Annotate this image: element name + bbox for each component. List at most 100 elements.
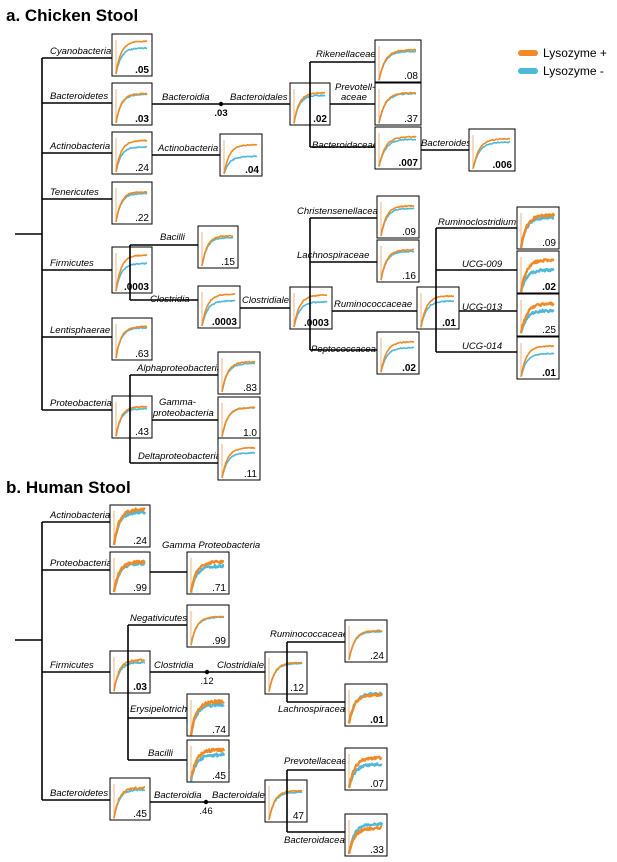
rarefaction-plot — [289, 286, 333, 330]
rarefaction-curve — [223, 143, 258, 174]
rarefaction-plot — [186, 604, 230, 648]
rarefaction-curve — [420, 299, 455, 328]
taxon-label: Ruminococcaceae — [270, 629, 348, 640]
rarefaction-curve — [115, 254, 148, 292]
p-value: .45 — [212, 771, 226, 782]
taxon-label: Prevotell- — [335, 82, 375, 93]
rarefaction-curve — [189, 559, 225, 593]
rarefaction-plot — [197, 285, 241, 329]
p-value: 47 — [293, 811, 305, 822]
p-value: .03 — [135, 114, 149, 125]
p-value: .07 — [370, 779, 384, 790]
p-value: .09 — [402, 227, 416, 238]
node-dot — [204, 669, 210, 675]
rarefaction-plot — [376, 331, 420, 375]
taxon-label: Clostridiales — [217, 660, 269, 671]
rarefaction-plot — [374, 126, 422, 170]
rarefaction-curve — [113, 786, 145, 819]
p-value: .22 — [135, 213, 149, 224]
p-value: .99 — [212, 636, 226, 647]
taxon-label: Bacteroidaceae — [284, 835, 350, 846]
rarefaction-curve — [221, 446, 256, 479]
rarefaction-plot — [109, 777, 151, 821]
rarefaction-curve — [380, 204, 415, 237]
rarefaction-curve — [115, 262, 148, 292]
taxon-label: aceae — [341, 92, 367, 103]
p-value: .63 — [135, 349, 149, 360]
rarefaction-plot — [264, 779, 308, 823]
p-value: .02 — [313, 114, 327, 125]
rarefaction-curve — [520, 344, 555, 377]
panel-a-title: a. Chicken Stool — [6, 6, 139, 25]
rarefaction-plot — [217, 437, 261, 481]
rarefaction-curve — [347, 762, 383, 789]
rarefaction-curve — [115, 92, 148, 124]
taxon-label: Gamma- — [159, 397, 196, 408]
taxon-label: Gamma Proteobacteria — [162, 540, 260, 551]
p-value: .0003 — [212, 317, 237, 328]
rarefaction-curve — [115, 40, 148, 74]
p-value: .83 — [243, 383, 257, 394]
rarefaction-curve — [472, 140, 511, 169]
taxon-label: Bacilli — [148, 748, 174, 759]
rarefaction-curve — [347, 825, 383, 855]
taxon-label: Peptococcaceae — [311, 344, 381, 355]
p-value: .37 — [404, 114, 418, 125]
rarefaction-curve — [347, 692, 383, 724]
taxon-label: Firmicutes — [50, 258, 94, 269]
rarefaction-curve — [221, 406, 256, 437]
rarefaction-curve — [519, 301, 555, 334]
rarefaction-curve — [115, 325, 148, 359]
rarefaction-curve — [190, 615, 225, 646]
taxon-label: Cyanobacteria — [50, 46, 111, 57]
rarefaction-curve — [189, 699, 225, 736]
rarefaction-plot — [111, 131, 153, 175]
rarefaction-plot — [109, 650, 151, 694]
p-value: .24 — [133, 536, 147, 547]
rarefaction-curve — [201, 293, 236, 327]
p-value: .05 — [135, 65, 149, 76]
p-value: .45 — [133, 809, 147, 820]
p-value: .11 — [244, 469, 258, 480]
p-value: .02 — [542, 282, 556, 293]
taxon-label: Bacteroidia — [162, 92, 210, 103]
rarefaction-curve — [420, 294, 455, 328]
p-value: .33 — [370, 845, 384, 856]
taxon-label: Negativicutes — [130, 613, 187, 624]
rarefaction-curve — [113, 658, 146, 692]
rarefaction-plot — [186, 739, 230, 783]
rarefaction-curve — [201, 234, 234, 266]
rarefaction-curve — [201, 299, 236, 327]
rarefaction-plot — [516, 293, 560, 337]
rarefaction-curve — [189, 702, 225, 736]
p-value: .08 — [404, 71, 418, 82]
rarefaction-plot — [374, 39, 422, 83]
legend-label-plus: Lysozyme + — [543, 46, 607, 60]
p-value: .007 — [399, 158, 419, 169]
p-value: .25 — [542, 325, 556, 336]
p-value: .006 — [493, 160, 513, 171]
rarefaction-curve — [115, 405, 148, 437]
p-value: .02 — [402, 363, 416, 374]
rarefaction-curve — [378, 135, 417, 167]
rarefaction-curve — [112, 559, 146, 593]
rarefaction-plot — [111, 395, 153, 439]
rarefaction-curve — [347, 821, 384, 855]
taxon-label: Bacteroidetes — [50, 91, 108, 102]
node-dot — [203, 799, 209, 805]
p-value: .0003 — [124, 282, 149, 293]
taxon-label: proteobacteria — [152, 408, 214, 419]
rarefaction-plot — [416, 286, 460, 330]
rarefaction-curve — [115, 145, 148, 173]
rarefaction-curve — [268, 661, 303, 692]
rarefaction-curve — [380, 346, 415, 373]
rarefaction-plot — [217, 351, 261, 395]
taxon-label: Bacteroidales — [212, 790, 270, 801]
rarefaction-curve — [221, 451, 256, 478]
taxon-label: Clostridiales — [242, 295, 294, 306]
taxon-label: Proteobacteria — [50, 558, 112, 569]
taxon-label: Lentisphaerae — [50, 325, 110, 336]
rarefaction-curve — [112, 507, 146, 546]
legend: Lysozyme + Lysozyme - — [518, 44, 607, 80]
taxon-label: Deltaproteobacteria — [138, 451, 221, 462]
